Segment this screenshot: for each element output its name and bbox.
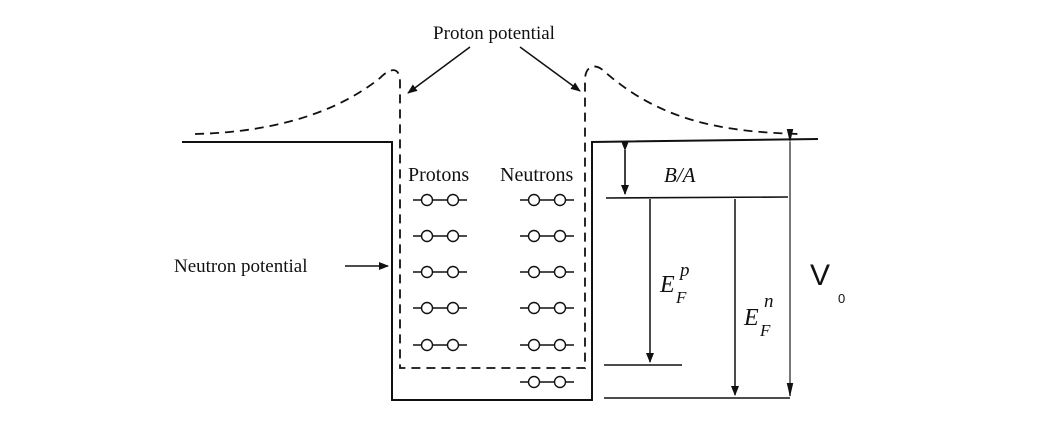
nucleon-circle <box>527 301 541 315</box>
nucleon-circle <box>553 375 567 389</box>
svg-text:F: F <box>675 288 687 307</box>
nucleon-circle <box>553 193 567 207</box>
proton-energy-level <box>413 338 467 352</box>
nucleon-circle <box>446 338 460 352</box>
nucleon-circle <box>527 375 541 389</box>
nucleon-circle <box>446 193 460 207</box>
svg-text:p: p <box>678 260 690 281</box>
neutron-fermi-energy-label: E F n <box>743 291 774 340</box>
nucleon-circle <box>527 229 541 243</box>
binding-per-nucleon-label: B/A <box>664 163 696 187</box>
neutron-energy-level <box>520 229 574 243</box>
nucleon-circle <box>446 301 460 315</box>
proton-energy-level <box>413 301 467 315</box>
proton-energy-level <box>413 229 467 243</box>
nucleon-circle <box>527 338 541 352</box>
nucleon-circle <box>553 338 567 352</box>
nucleon-circle <box>446 265 460 279</box>
nucleon-circle <box>527 193 541 207</box>
nucleon-circle <box>420 265 434 279</box>
proton-fermi-energy-label: E F p <box>659 260 690 307</box>
svg-text:E: E <box>659 272 675 298</box>
neutron-potential-well <box>182 138 819 401</box>
nucleon-circle <box>420 338 434 352</box>
well-depth-subscript: 0 <box>838 291 845 306</box>
proton-potential-arrow-right <box>519 46 581 92</box>
neutrons-heading: Neutrons <box>500 164 574 186</box>
fermi-level-line <box>605 196 789 199</box>
nucleon-circle <box>553 265 567 279</box>
proton-potential-arrow-left <box>407 46 471 94</box>
svg-text:E: E <box>743 305 759 331</box>
neutron-energy-level <box>520 375 574 389</box>
nucleon-circle <box>446 229 460 243</box>
neutron-energy-level <box>520 193 574 207</box>
proton-potential-label: Proton potential <box>433 23 555 44</box>
neutron-potential-label: Neutron potential <box>174 256 308 277</box>
well-depth-label: V <box>810 259 830 292</box>
neutron-energy-level <box>520 265 574 279</box>
svg-text:n: n <box>764 291 774 312</box>
protons-heading: Protons <box>408 164 469 186</box>
nucleon-circle <box>527 265 541 279</box>
svg-text:F: F <box>759 321 771 340</box>
proton-potential-well <box>194 65 801 369</box>
nucleon-circle <box>553 301 567 315</box>
neutron-energy-level <box>520 301 574 315</box>
nucleon-circle <box>420 229 434 243</box>
proton-energy-level <box>413 193 467 207</box>
nucleon-circle <box>420 301 434 315</box>
proton-energy-level <box>413 265 467 279</box>
neutron-energy-level <box>520 338 574 352</box>
nucleon-circle <box>553 229 567 243</box>
nucleon-circle <box>420 193 434 207</box>
